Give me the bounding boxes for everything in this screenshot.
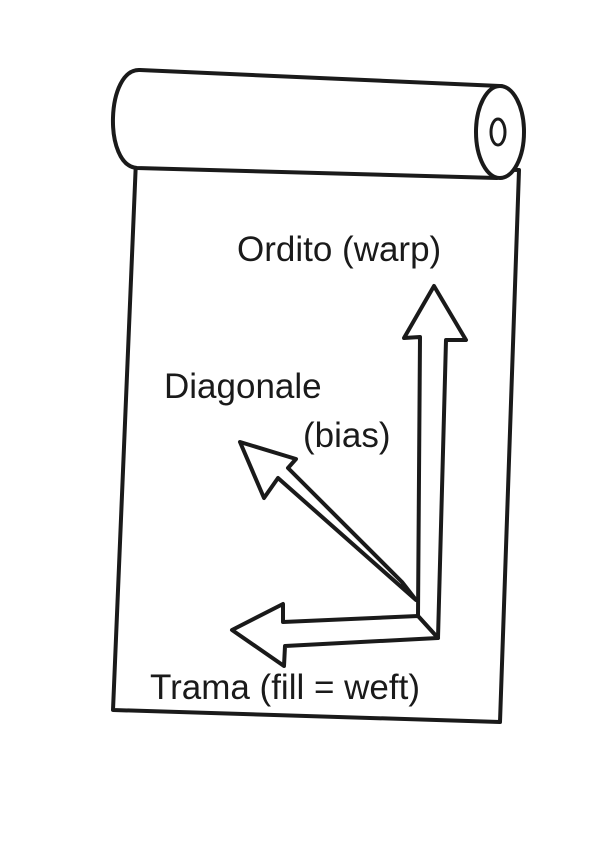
roll-body [110,67,522,180]
bias-arrow [238,440,418,602]
weft-arrow [230,602,440,668]
bias-label-line2: (bias) [303,416,391,455]
warp-arrow [402,284,468,640]
roll-core [489,117,507,147]
bias-label-line1: Diagonale [164,367,322,406]
warp-label: Ordito (warp) [237,230,441,269]
fabric-roll [110,67,526,180]
weft-label: Trama (fill = weft) [150,668,420,707]
